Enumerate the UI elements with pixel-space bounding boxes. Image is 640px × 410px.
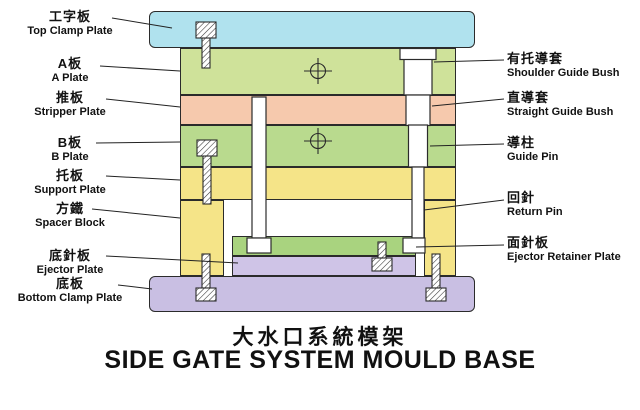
label-zh: 托板 bbox=[55, 168, 84, 183]
label-en: Spacer Block bbox=[35, 217, 105, 230]
spacer-block-right bbox=[424, 200, 456, 276]
label-zh: 推板 bbox=[55, 90, 84, 105]
plate-top-clamp bbox=[149, 11, 475, 48]
label-zh: B板 bbox=[57, 135, 83, 150]
label-guide-pin: 導柱 Guide Pin bbox=[507, 135, 639, 164]
label-en: Top Clamp Plate bbox=[27, 25, 113, 38]
diagram-title-chinese: 大水口系統模架 bbox=[232, 326, 408, 349]
plate-a bbox=[180, 48, 456, 95]
label-en: A Plate bbox=[51, 72, 89, 85]
label-straight-guide-bush: 直導套 Straight Guide Bush bbox=[507, 90, 639, 119]
label-b-plate: B板 B Plate bbox=[5, 135, 135, 164]
label-en: B Plate bbox=[51, 151, 89, 164]
label-zh: 工字板 bbox=[48, 9, 91, 24]
label-stripper-plate: 推板 Stripper Plate bbox=[5, 90, 135, 119]
label-top-clamp-plate: 工字板 Top Clamp Plate bbox=[5, 9, 135, 38]
plate-bottom-clamp bbox=[149, 276, 475, 312]
plate-support bbox=[180, 167, 456, 200]
label-support-plate: 托板 Support Plate bbox=[5, 168, 135, 197]
label-en: Ejector Plate bbox=[36, 264, 104, 277]
label-zh: A板 bbox=[57, 56, 83, 71]
label-zh: 面針板 bbox=[507, 235, 550, 250]
plate-ejector-retainer bbox=[232, 236, 416, 256]
label-en: Ejector Retainer Plate bbox=[507, 251, 621, 264]
spacer-block-left bbox=[180, 200, 224, 276]
label-spacer-block: 方鐵 Spacer Block bbox=[5, 201, 135, 230]
label-en: Shoulder Guide Bush bbox=[507, 67, 620, 80]
label-en: Bottom Clamp Plate bbox=[17, 292, 123, 305]
plate-ejector bbox=[232, 256, 416, 276]
label-zh: 有托導套 bbox=[507, 51, 564, 66]
plate-b bbox=[180, 125, 456, 167]
label-en: Guide Pin bbox=[507, 151, 559, 164]
label-bottom-clamp-plate: 底板 Bottom Clamp Plate bbox=[5, 276, 135, 305]
label-en: Return Pin bbox=[507, 206, 563, 219]
label-zh: 方鐵 bbox=[55, 201, 84, 216]
label-ejector-plate: 底針板 Ejector Plate bbox=[5, 248, 135, 277]
label-zh: 直導套 bbox=[507, 90, 550, 105]
label-ejector-retainer-plate: 面針板 Ejector Retainer Plate bbox=[507, 235, 639, 264]
label-shoulder-guide-bush: 有托導套 Shoulder Guide Bush bbox=[507, 51, 639, 80]
label-return-pin: 回針 Return Pin bbox=[507, 190, 639, 219]
label-zh: 回針 bbox=[507, 190, 536, 205]
plate-stripper bbox=[180, 95, 456, 125]
label-a-plate: A板 A Plate bbox=[5, 56, 135, 85]
label-en: Straight Guide Bush bbox=[507, 106, 614, 119]
label-zh: 導柱 bbox=[507, 135, 536, 150]
label-en: Stripper Plate bbox=[34, 106, 106, 119]
label-zh: 底針板 bbox=[48, 248, 91, 263]
diagram-title-english: SIDE GATE SYSTEM MOULD BASE bbox=[104, 346, 536, 374]
label-en: Support Plate bbox=[34, 184, 106, 197]
label-zh: 底板 bbox=[55, 276, 84, 291]
